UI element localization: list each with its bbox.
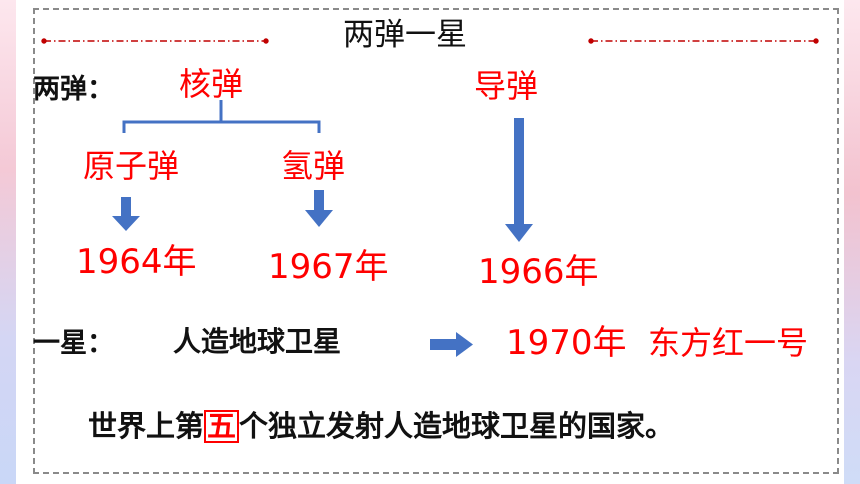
liangdan-label: 两弹：	[33, 74, 114, 105]
sentence-before: 世界上第	[88, 409, 205, 443]
hydrogen-bomb-label: 氢弹	[281, 147, 346, 185]
missile-label: 导弹	[474, 67, 539, 105]
left-gradient-edge	[0, 0, 16, 484]
nuclear-bomb-label: 核弹	[179, 65, 244, 103]
sentence-after: 个独立发射人造地球卫星的国家。	[239, 409, 675, 443]
sentence-highlight: 五	[204, 410, 240, 443]
dashed-frame	[33, 8, 839, 474]
conclusion-sentence: 世界上第五个独立发射人造地球卫星的国家。	[88, 410, 674, 443]
satellite-year: 1970年	[506, 323, 627, 363]
satellite-name: 东方红一号	[648, 324, 809, 362]
atomic-year: 1964年	[76, 242, 197, 282]
hydrogen-year: 1967年	[268, 247, 389, 287]
satellite-label: 人造地球卫星	[173, 325, 342, 358]
atomic-bomb-label: 原子弹	[83, 147, 180, 185]
yixing-label: 一星：	[33, 328, 114, 359]
slide-title: 两弹一星	[343, 17, 467, 53]
slide: 两弹一星 两弹： 核弹 导弹 原子弹 氢弹 1964年 1967年 1966年 …	[16, 0, 844, 484]
right-gradient-edge	[844, 0, 860, 484]
missile-year: 1966年	[478, 252, 599, 292]
